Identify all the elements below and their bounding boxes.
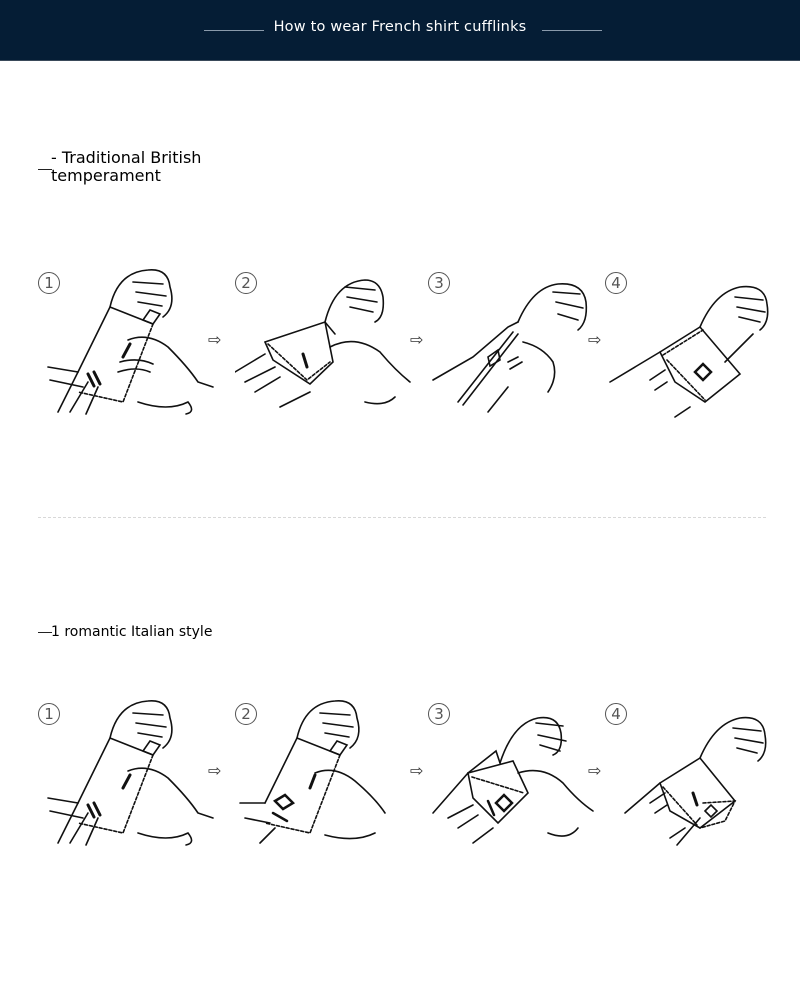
- british-step-3: 3 ⇨: [428, 262, 608, 422]
- cuff-unfolded-illustration: [47, 269, 214, 415]
- step-number: 4: [605, 272, 627, 294]
- italian-step-4: 4: [605, 693, 775, 853]
- arrow-icon: ⇨: [410, 761, 424, 780]
- step-number: 2: [235, 272, 257, 294]
- arrow-icon: ⇨: [208, 761, 222, 780]
- cuff-unfolded-illustration: [47, 700, 214, 846]
- arrow-icon: ⇨: [588, 330, 602, 349]
- arrow-icon: ⇨: [410, 330, 424, 349]
- section-title-british: - Traditional British temperament: [38, 149, 221, 185]
- italian-step-3: 3 ⇨: [428, 693, 608, 853]
- step-number: 3: [428, 703, 450, 725]
- step-number: 1: [38, 272, 60, 294]
- header-left-rule: [204, 30, 264, 31]
- title-dash: [38, 632, 52, 633]
- page-title: How to wear French shirt cufflinks: [273, 19, 527, 35]
- step-number: 1: [38, 703, 60, 725]
- step-number: 2: [235, 703, 257, 725]
- arrow-icon: ⇨: [208, 330, 222, 349]
- step-number: 3: [428, 272, 450, 294]
- header-banner: How to wear French shirt cufflinks: [0, 0, 800, 61]
- italian-step-1: 1 ⇨: [38, 693, 222, 853]
- title-dash: [38, 169, 52, 170]
- british-step-2: 2 ⇨: [235, 262, 423, 422]
- cuff-folded-back-illustration: [235, 279, 411, 408]
- header-right-rule: [542, 30, 602, 31]
- cuff-aligned-insert-illustration: [432, 283, 588, 413]
- arrow-icon: ⇨: [588, 761, 602, 780]
- section-divider: [38, 517, 766, 518]
- cuff-fastened-kissing-illustration: [624, 716, 767, 846]
- section-title-italian: 1 romantic Italian style: [38, 623, 212, 641]
- british-step-4: 4: [605, 262, 775, 422]
- italian-step-2: 2 ⇨: [235, 693, 423, 853]
- british-step-1: 1 ⇨: [38, 262, 222, 422]
- cuff-kissing-fold-illustration: [432, 716, 594, 844]
- cuff-fastened-square-link-illustration: [609, 285, 769, 418]
- step-number: 4: [605, 703, 627, 725]
- cufflink-inserted-illustration: [239, 700, 386, 844]
